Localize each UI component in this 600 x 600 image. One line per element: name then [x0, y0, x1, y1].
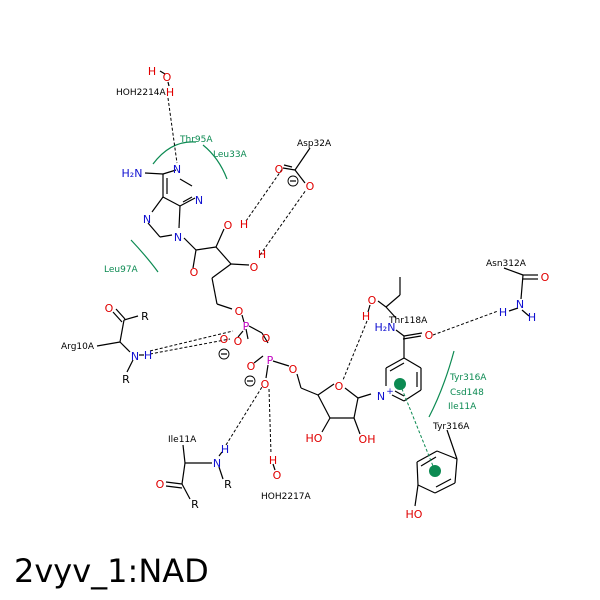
p2-o-down: O [261, 378, 270, 391]
pi-center-pyridinium [394, 378, 406, 390]
asp32-o1: O [275, 163, 284, 176]
tyr316-ho: HO [406, 508, 423, 521]
arg10-r2: R [122, 373, 130, 386]
label-csd148: Csd148 [450, 388, 484, 398]
label-thr95a: Thr95A [179, 135, 213, 145]
hbond-arg10-b [149, 330, 234, 352]
ile11-r2: R [191, 498, 199, 511]
hbond-asp32-ribose-1 [245, 167, 284, 222]
pi-stack-line [399, 383, 436, 472]
label-leu33a: Leu33A [213, 150, 248, 160]
hbond-water2214 [167, 97, 178, 164]
p2-o-left: O [247, 360, 256, 373]
ribose1-o3: O [250, 261, 259, 274]
asn312-h2: H [528, 311, 536, 324]
ribose1-o2: O [224, 219, 233, 232]
asn312-o: O [541, 271, 550, 284]
hydrogen-bonds [149, 97, 499, 455]
hbond-asp32-ribose-2 [259, 189, 307, 256]
label-tyr316a-contact: Tyr316A [449, 373, 487, 383]
hbond-arg10 [149, 338, 231, 355]
label-leu97a: Leu97A [104, 265, 139, 275]
ile11-n: N [213, 457, 221, 470]
label-thr118a: Thr118A [388, 316, 428, 326]
water2214-h-top: H [148, 65, 156, 78]
label-hoh2214a: HOH2214A [116, 88, 167, 98]
water2217-o: O [273, 469, 282, 482]
charge-p1 [218, 348, 230, 360]
charge-asp32 [287, 175, 299, 187]
arg10-n: N [131, 350, 139, 363]
arc-leu33 [202, 144, 228, 180]
arg10-o: O [105, 302, 114, 315]
ribose1-ring-o: O [190, 266, 199, 279]
label-asp32a: Asp32A [297, 139, 332, 149]
label-asn312a: Asn312A [486, 259, 527, 269]
ile11-h: H [221, 443, 229, 456]
water2214-h-mid: H [166, 86, 174, 99]
thr118-h: H [362, 310, 370, 323]
thr118-o: O [368, 294, 377, 307]
ribose2-ho: HO [306, 432, 323, 445]
arc-leu97 [130, 239, 159, 273]
ribose1-h2: H [240, 218, 248, 231]
hbond-asn312 [432, 310, 499, 336]
hbond-ile11 [225, 386, 263, 446]
label-tyr316a: Tyr316A [432, 422, 470, 432]
ile11-r1: R [224, 478, 232, 491]
arc-thr95 [152, 141, 197, 165]
label-hoh2217a: HOH2217A [261, 492, 312, 502]
ribose2-oh: OH [359, 433, 376, 446]
pyridinium-plus: + [386, 387, 394, 397]
asp32-o2: O [306, 180, 315, 193]
phosphorus-1: P [243, 320, 250, 333]
arg10-h: H [144, 349, 152, 362]
o-5prime: O [235, 305, 244, 318]
asn312-n: N [516, 298, 524, 311]
pi-center-tyr316 [429, 465, 441, 477]
p2-o-right: O [289, 363, 298, 376]
amide-o: O [425, 329, 434, 342]
label-ile11a-contact: Ile11A [448, 402, 477, 412]
phosphorus-2: P [267, 354, 274, 367]
adenine-n9: N [174, 231, 182, 244]
residue-labels: HOH2214A Thr95A Leu33A Asp32A Leu97A Asn… [61, 88, 527, 502]
asn312-h1: H [499, 306, 507, 319]
pi-stacking [394, 378, 441, 477]
p1-o-bottom: O [234, 335, 243, 348]
charges [218, 175, 299, 387]
label-ile11a: Ile11A [168, 435, 197, 445]
hbond-water2217 [268, 388, 272, 455]
amide-h2n: H₂N [375, 321, 396, 334]
ribose2-ring-o: O [335, 380, 344, 393]
residue-bonds [96, 70, 538, 507]
atom-labels: O H H H₂N N N N N O H O H O O P O O O P … [105, 65, 550, 521]
label-arg10a: Arg10A [61, 342, 95, 352]
pyridinium-n: N [377, 390, 385, 403]
water2217-h: H [269, 454, 277, 467]
water2214-o: O [163, 71, 172, 84]
ribose1-h3: H [258, 248, 266, 261]
adenine-n1: N [173, 163, 181, 176]
p1-o-left: O [220, 333, 229, 346]
ile11-o: O [156, 478, 165, 491]
p1-o-bridge: O [262, 332, 271, 345]
hydrophobic-arcs [130, 141, 455, 418]
ligand-bonds [144, 169, 423, 435]
arg10-r1: R [141, 310, 149, 323]
adenine-n7: N [143, 213, 151, 226]
adenine-h2n: H₂N [122, 167, 143, 180]
hbond-thr118 [342, 320, 368, 381]
charge-p2 [244, 375, 256, 387]
arc-tyr316 [428, 350, 455, 418]
adenine-n3: N [195, 194, 203, 207]
ligand-title: 2vyv_1:NAD [14, 552, 209, 590]
